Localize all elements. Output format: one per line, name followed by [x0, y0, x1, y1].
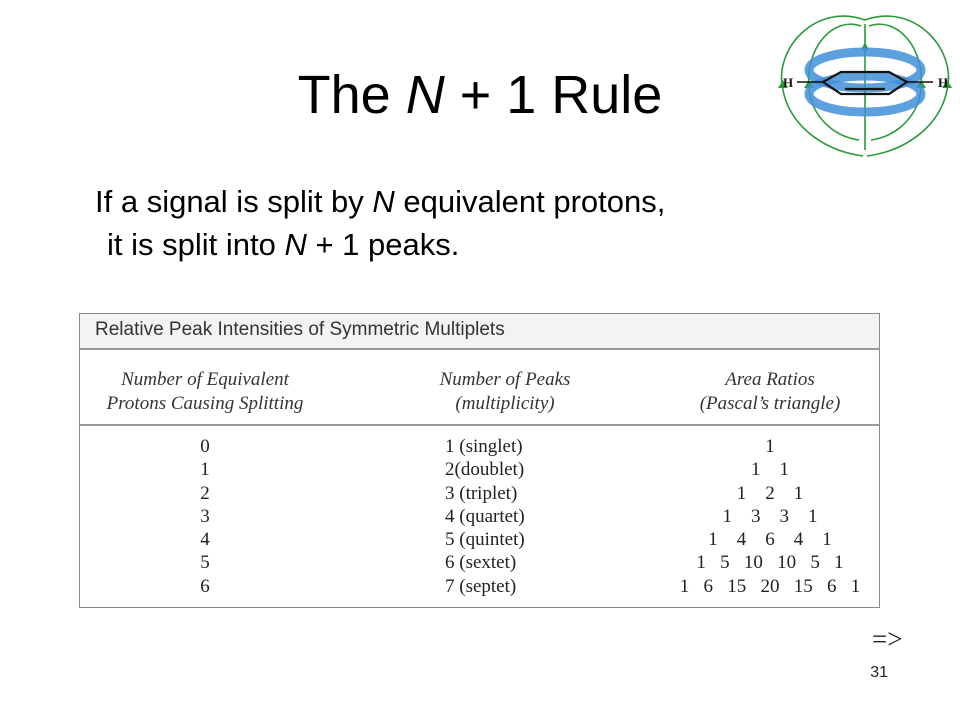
- table-cell: 1 4 6 4 1: [708, 529, 832, 551]
- rule-text: equivalent protons,: [394, 184, 666, 219]
- table-cell: 6: [200, 575, 210, 597]
- table-cell: 0: [200, 436, 210, 457]
- table-cell: 2: [200, 482, 210, 504]
- table-cell: 1 (singlet): [445, 436, 523, 457]
- header-line: Number of Equivalent: [121, 369, 289, 390]
- header-number-of-peaks: Number of Peaks (multiplicity): [410, 368, 600, 416]
- table-cell: 5 (quintet): [445, 529, 525, 551]
- header-line: Number of Peaks: [439, 369, 571, 390]
- header-line: Protons Causing Splitting: [106, 393, 304, 414]
- table-cell: 2(doublet): [445, 459, 525, 481]
- table-cell: 1 3 3 1: [722, 505, 818, 527]
- table-cell: 1 6 15 20 15 6 1: [679, 575, 861, 597]
- header-area-ratios: Area Ratios (Pascal’s triangle): [670, 368, 870, 416]
- header-line: Area Ratios: [725, 369, 815, 390]
- title-variable: N: [405, 65, 445, 125]
- ring-current-diagram: H H: [778, 15, 952, 157]
- table-cell: 6 (sextet): [445, 552, 517, 574]
- table-cell: 1 5 10 10 5 1: [696, 552, 844, 574]
- rule-statement: If a signal is split by N equivalent pro…: [95, 180, 665, 266]
- table-cell: 4 (quartet): [445, 505, 525, 527]
- rule-variable: N: [284, 227, 307, 262]
- rule-line-2: it is split into N + 1 peaks.: [95, 223, 665, 266]
- table-caption: Relative Peak Intensities of Symmetric M…: [80, 314, 879, 350]
- table-cell: 3: [200, 505, 210, 527]
- rule-line-1: If a signal is split by N equivalent pro…: [95, 180, 665, 223]
- table-cell: 7 (septet): [445, 575, 517, 597]
- table-cell: 4: [200, 529, 210, 551]
- table-cell: 1: [765, 436, 775, 457]
- rule-text: If a signal is split by: [95, 184, 373, 219]
- table-cell: 3 (triplet): [445, 482, 518, 504]
- multiplet-table: Relative Peak Intensities of Symmetric M…: [79, 313, 880, 608]
- table-cell: 1: [200, 459, 210, 481]
- slide-title: The N + 1 Rule: [0, 60, 960, 130]
- right-hydrogen-label: H: [938, 75, 948, 90]
- header-line: (Pascal’s triangle): [699, 393, 841, 414]
- table-cell: 1 1: [751, 459, 789, 481]
- page-number: 31: [870, 664, 888, 681]
- rule-text: it is split into: [107, 227, 285, 262]
- column-equivalent-protons: 0 1 2 3 4 5 6: [195, 435, 215, 598]
- header-line: (multiplicity): [455, 393, 555, 414]
- header-equivalent-protons: Number of Equivalent Protons Causing Spl…: [90, 368, 320, 416]
- column-number-of-peaks: 1 (singlet) 2(doublet) 3 (triplet) 4 (qu…: [445, 435, 525, 598]
- rule-text: + 1 peaks.: [306, 227, 460, 262]
- rule-variable: N: [372, 184, 395, 219]
- table-cell: 5: [200, 552, 210, 574]
- table-cell: 1 2 1: [736, 482, 804, 504]
- left-hydrogen-label: H: [783, 75, 793, 90]
- header-divider: [80, 424, 879, 426]
- column-area-ratios: 1 1 1 1 2 1 1 3 3 1 1 4 6 4 1 1 5 10 10 …: [670, 435, 870, 598]
- next-slide-arrow[interactable]: =>: [872, 624, 903, 654]
- title-text: The: [297, 65, 406, 125]
- title-text-suffix: + 1 Rule: [444, 65, 663, 125]
